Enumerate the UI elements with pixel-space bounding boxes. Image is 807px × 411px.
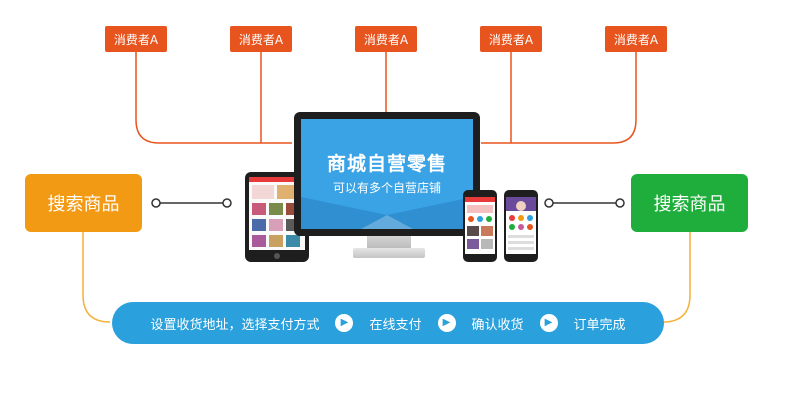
connector-node bbox=[222, 198, 232, 208]
phone-screen bbox=[506, 197, 536, 254]
home-button-icon bbox=[274, 253, 280, 259]
consumer-box: 消费者A bbox=[105, 26, 167, 52]
flow-step-address-payment: 设置收货地址，选择支付方式 bbox=[150, 317, 320, 333]
phone-screen bbox=[465, 197, 495, 254]
search-products-right: 搜索商品 bbox=[631, 174, 748, 232]
monitor-subtitle: 可以有多个自营店铺 bbox=[332, 181, 441, 195]
connector-node bbox=[151, 198, 161, 208]
order-flow-bar: 设置收货地址，选择支付方式 ▶ 在线支付 ▶ 确认收货 ▶ 订单完成 bbox=[112, 302, 664, 344]
search-products-left: 搜索商品 bbox=[25, 174, 142, 232]
arrow-right-icon: ▶ bbox=[539, 314, 558, 332]
consumer-box: 消费者A bbox=[480, 26, 542, 52]
monitor-screen: 商城自营零售 可以有多个自营店铺 bbox=[301, 119, 473, 229]
monitor-base bbox=[353, 248, 425, 258]
arrow-right-icon: ▶ bbox=[437, 314, 456, 332]
flow-step-order-complete: 订单完成 bbox=[573, 317, 626, 333]
monitor-title: 商城自营零售 bbox=[326, 153, 447, 175]
consumer-tree-line bbox=[135, 52, 292, 144]
monitor-device: 商城自营零售 可以有多个自营店铺 bbox=[294, 112, 480, 236]
connector-node bbox=[544, 198, 554, 208]
monitor-stand bbox=[367, 236, 411, 250]
screen-decoration bbox=[301, 197, 473, 229]
left-flow-line bbox=[82, 232, 111, 323]
flow-step-confirm-receipt: 确认收货 bbox=[471, 317, 524, 333]
right-flow-line bbox=[662, 232, 691, 323]
consumer-tree-line bbox=[481, 52, 637, 144]
connector-node bbox=[615, 198, 625, 208]
consumer-box: 消费者A bbox=[355, 26, 417, 52]
phone-device bbox=[463, 190, 497, 262]
arrow-right-icon: ▶ bbox=[335, 314, 354, 332]
phone-device bbox=[504, 190, 538, 262]
consumer-box: 消费者A bbox=[230, 26, 292, 52]
consumer-box: 消费者A bbox=[605, 26, 667, 52]
flow-step-online-payment: 在线支付 bbox=[369, 317, 422, 333]
